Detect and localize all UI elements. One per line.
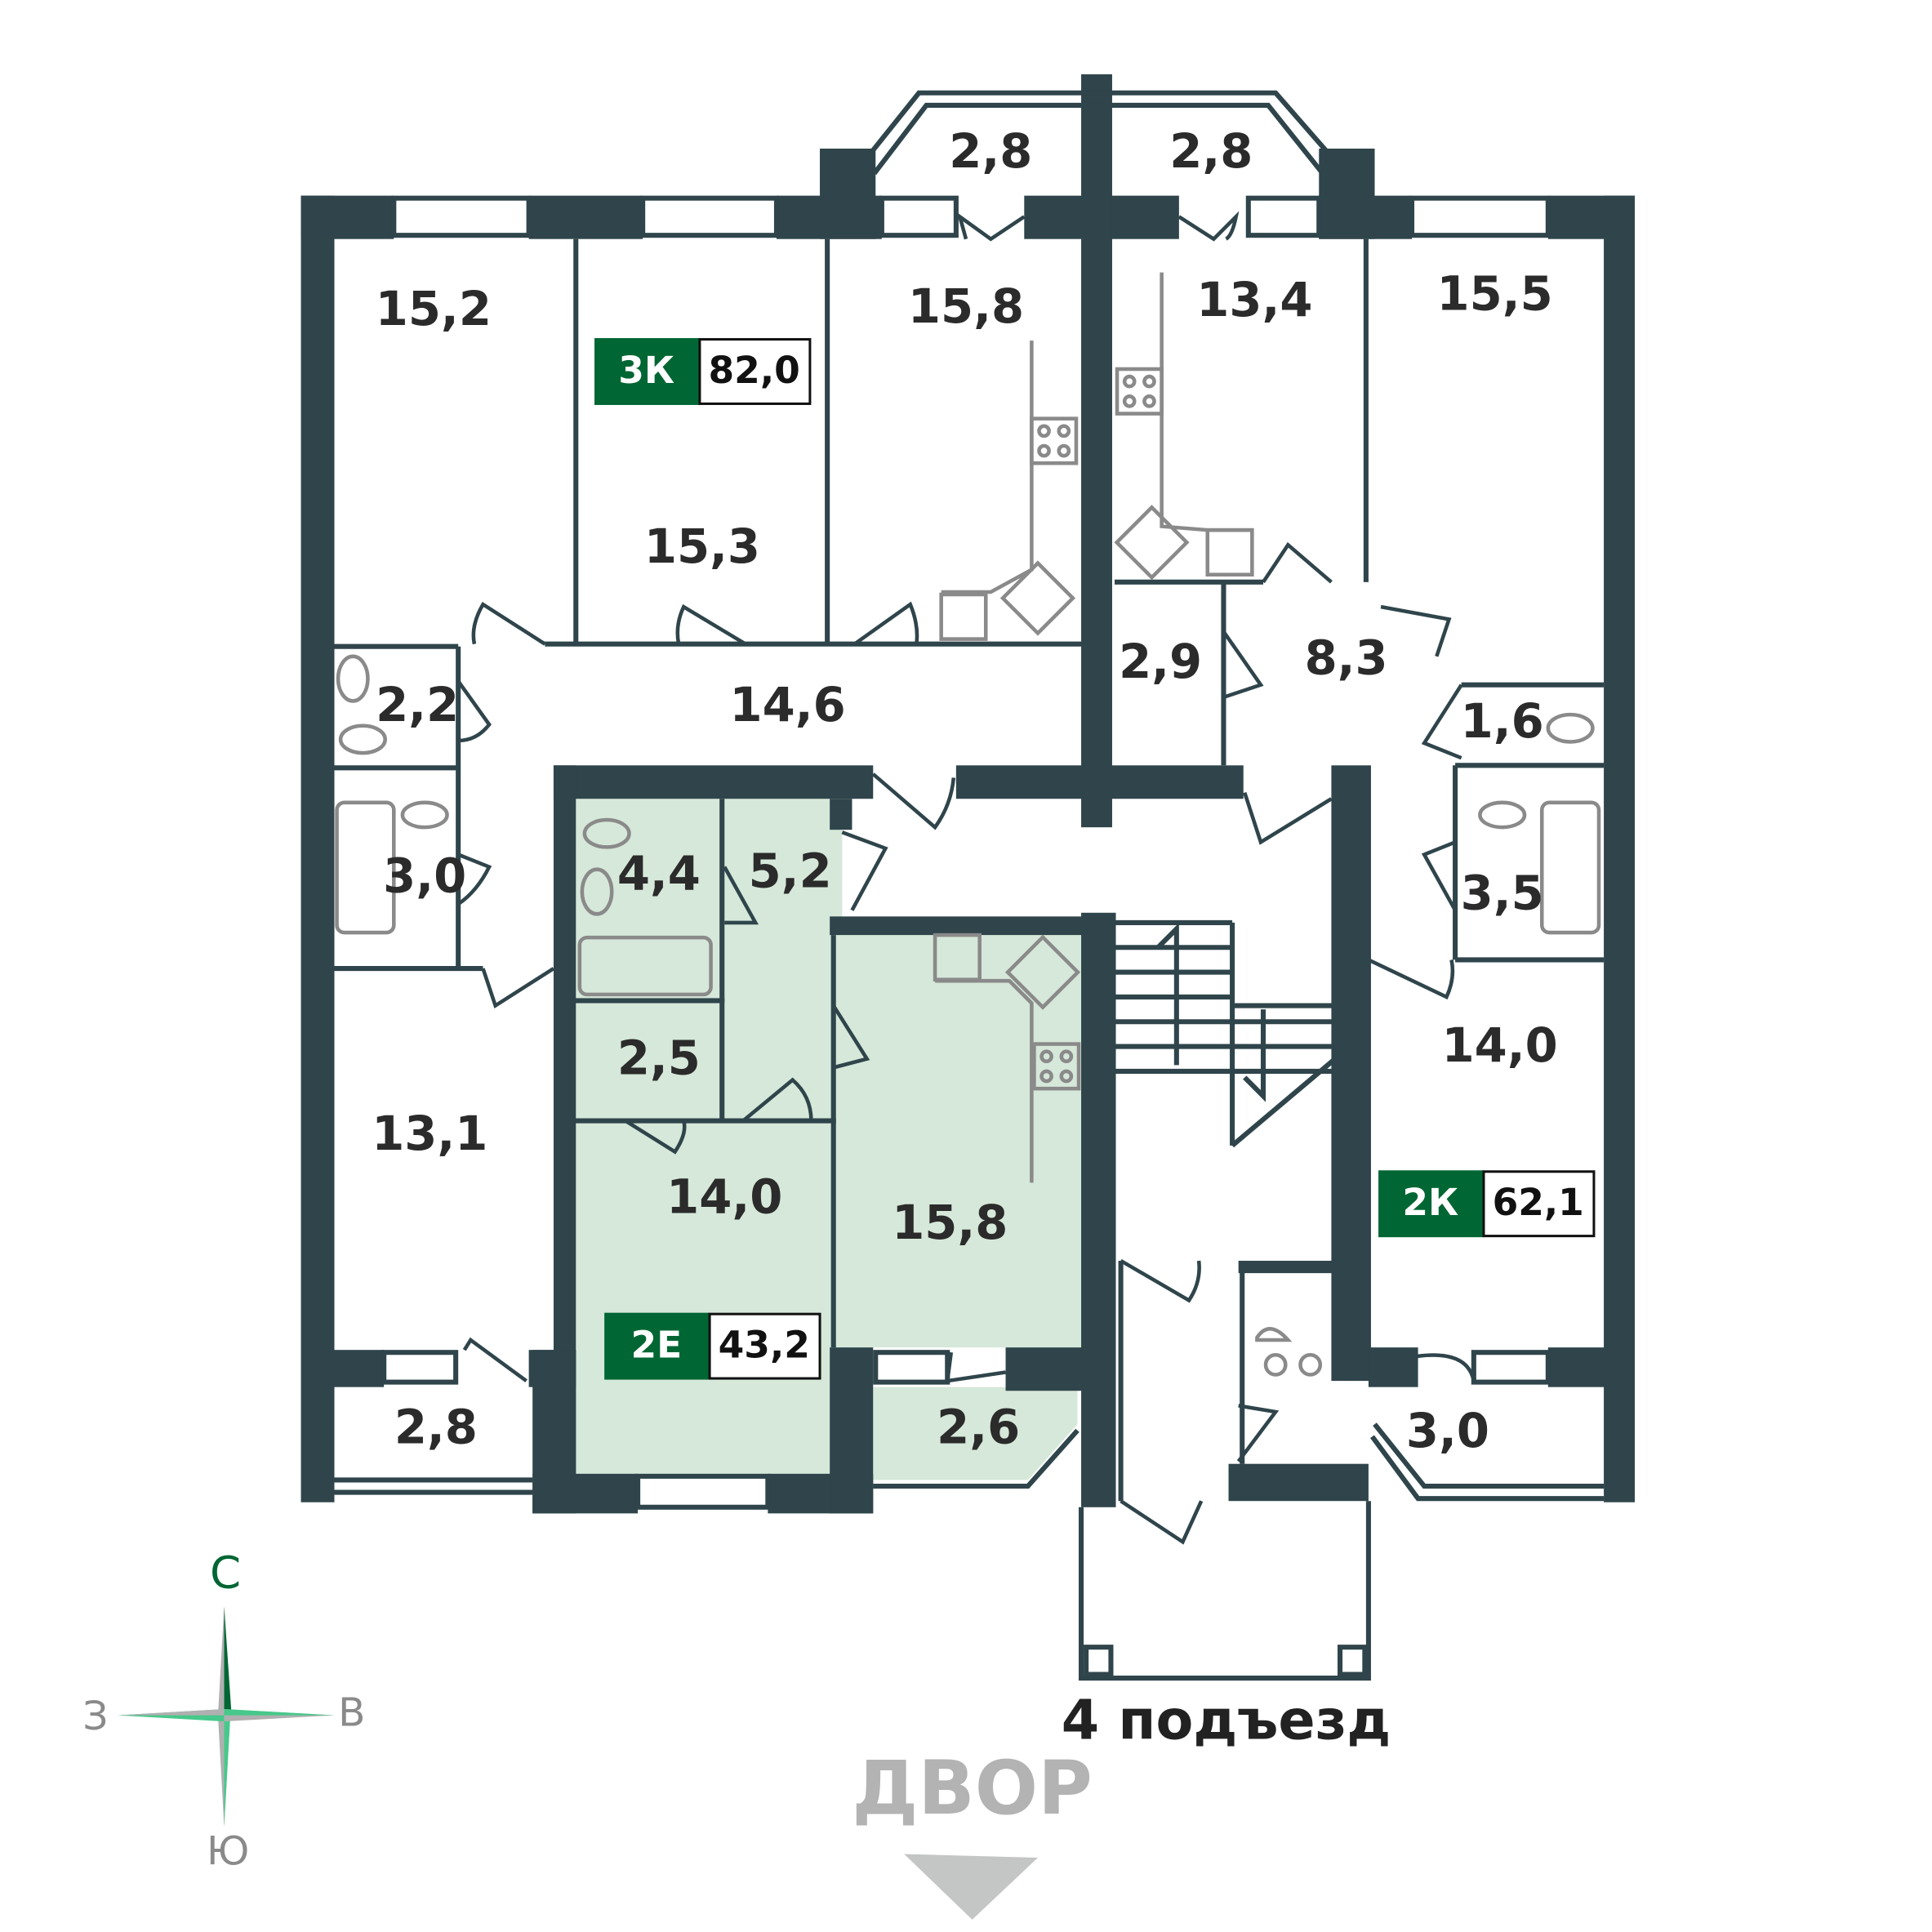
bathtub-icon xyxy=(335,800,396,935)
stove-icon xyxy=(1030,416,1079,465)
sink-icon xyxy=(580,867,614,916)
room-area: 2,8 xyxy=(949,124,1032,179)
yard-label: ДВОР xyxy=(852,1746,1092,1832)
room-area: 15,5 xyxy=(1437,267,1553,322)
room-area-labels: 15,2 15,3 15,8 13,4 15,5 2,8 2,8 2,2 14,… xyxy=(372,124,1558,1458)
sink-icon xyxy=(336,654,370,703)
room-area: 4,4 xyxy=(617,846,701,901)
staircase xyxy=(1115,919,1337,1148)
stove-icon xyxy=(1115,367,1164,416)
room-area: 14,6 xyxy=(730,678,846,732)
apartment-type: 3К xyxy=(618,349,674,392)
room-area: 13,4 xyxy=(1196,273,1312,327)
entrance-label: 4 подъезд xyxy=(1062,1688,1391,1752)
bathtub-icon xyxy=(577,935,713,997)
room-area: 2,9 xyxy=(1119,634,1202,689)
apartment-area: 82,0 xyxy=(709,349,800,392)
room-area: 15,2 xyxy=(376,282,492,336)
bathtub-icon xyxy=(1539,800,1601,935)
room-area: 13,1 xyxy=(372,1106,487,1161)
apartment-type: 2Е xyxy=(630,1324,682,1367)
sink-icon xyxy=(1478,800,1527,830)
room-area: 2,8 xyxy=(394,1400,478,1454)
stroller-bicycle-icon xyxy=(1255,1327,1323,1377)
apartment-badge-2k[interactable]: 2К 62,1 xyxy=(1378,1170,1596,1238)
yard-direction-arrow-icon xyxy=(904,1854,1038,1920)
room-area: 2,6 xyxy=(937,1400,1020,1454)
walls xyxy=(300,74,1635,1514)
room-area: 14,0 xyxy=(1442,1018,1558,1073)
compass-east: В xyxy=(338,1690,365,1736)
doors xyxy=(456,211,1476,1545)
compass-south: Ю xyxy=(207,1828,249,1874)
room-area: 3,0 xyxy=(1406,1404,1489,1458)
compass-rose: С Ю З В xyxy=(82,1546,365,1874)
room-area: 2,5 xyxy=(617,1031,701,1085)
room-area: 3,0 xyxy=(383,848,466,903)
interior-walls xyxy=(334,90,1605,1681)
apartment-badge-3k[interactable]: 3К 82,0 xyxy=(594,338,812,405)
room-area: 8,3 xyxy=(1305,631,1388,686)
room-area: 3,5 xyxy=(1461,866,1544,921)
compass-north: С xyxy=(210,1546,241,1598)
toilet-icon xyxy=(338,723,387,755)
room-area: 1,6 xyxy=(1461,694,1544,749)
apartment-area: 62,1 xyxy=(1493,1181,1584,1224)
room-area: 15,8 xyxy=(908,279,1024,334)
fixtures xyxy=(335,272,1601,1377)
room-area: 5,2 xyxy=(749,844,832,898)
stove-icon xyxy=(1032,1042,1081,1091)
room-area: 14,0 xyxy=(666,1169,782,1224)
room-area: 15,3 xyxy=(644,519,760,574)
toilet-icon xyxy=(1546,712,1595,744)
apartment-area: 43,2 xyxy=(719,1324,810,1367)
sink-icon xyxy=(400,800,449,830)
room-area: 15,8 xyxy=(892,1195,1008,1250)
room-area: 2,2 xyxy=(376,678,459,732)
apartment-badge-2e[interactable]: 2Е 43,2 xyxy=(604,1312,821,1380)
compass-west: З xyxy=(82,1694,108,1739)
room-area: 2,8 xyxy=(1169,124,1253,179)
toilet-icon xyxy=(582,817,631,849)
apartment-type: 2К xyxy=(1402,1181,1458,1224)
